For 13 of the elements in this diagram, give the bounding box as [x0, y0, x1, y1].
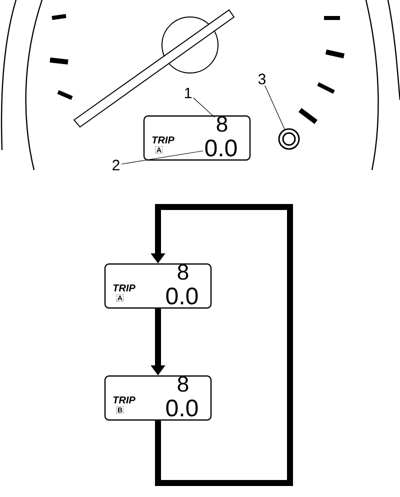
- leader-line: [121, 150, 204, 164]
- leader-line: [193, 98, 215, 118]
- distance-readout: 0.0: [205, 140, 237, 156]
- distance-readout: 0.0: [166, 288, 198, 304]
- digit-readout: 8: [178, 264, 188, 280]
- callout-number: 1: [184, 88, 192, 98]
- knob: [278, 128, 300, 150]
- callout-number: 2: [112, 160, 120, 170]
- distance-readout: 0.0: [166, 400, 198, 416]
- leader-line: [264, 85, 285, 130]
- digit-readout: 8: [178, 376, 188, 392]
- digit-readout: 8: [216, 116, 228, 132]
- callout-number: 3: [258, 74, 266, 84]
